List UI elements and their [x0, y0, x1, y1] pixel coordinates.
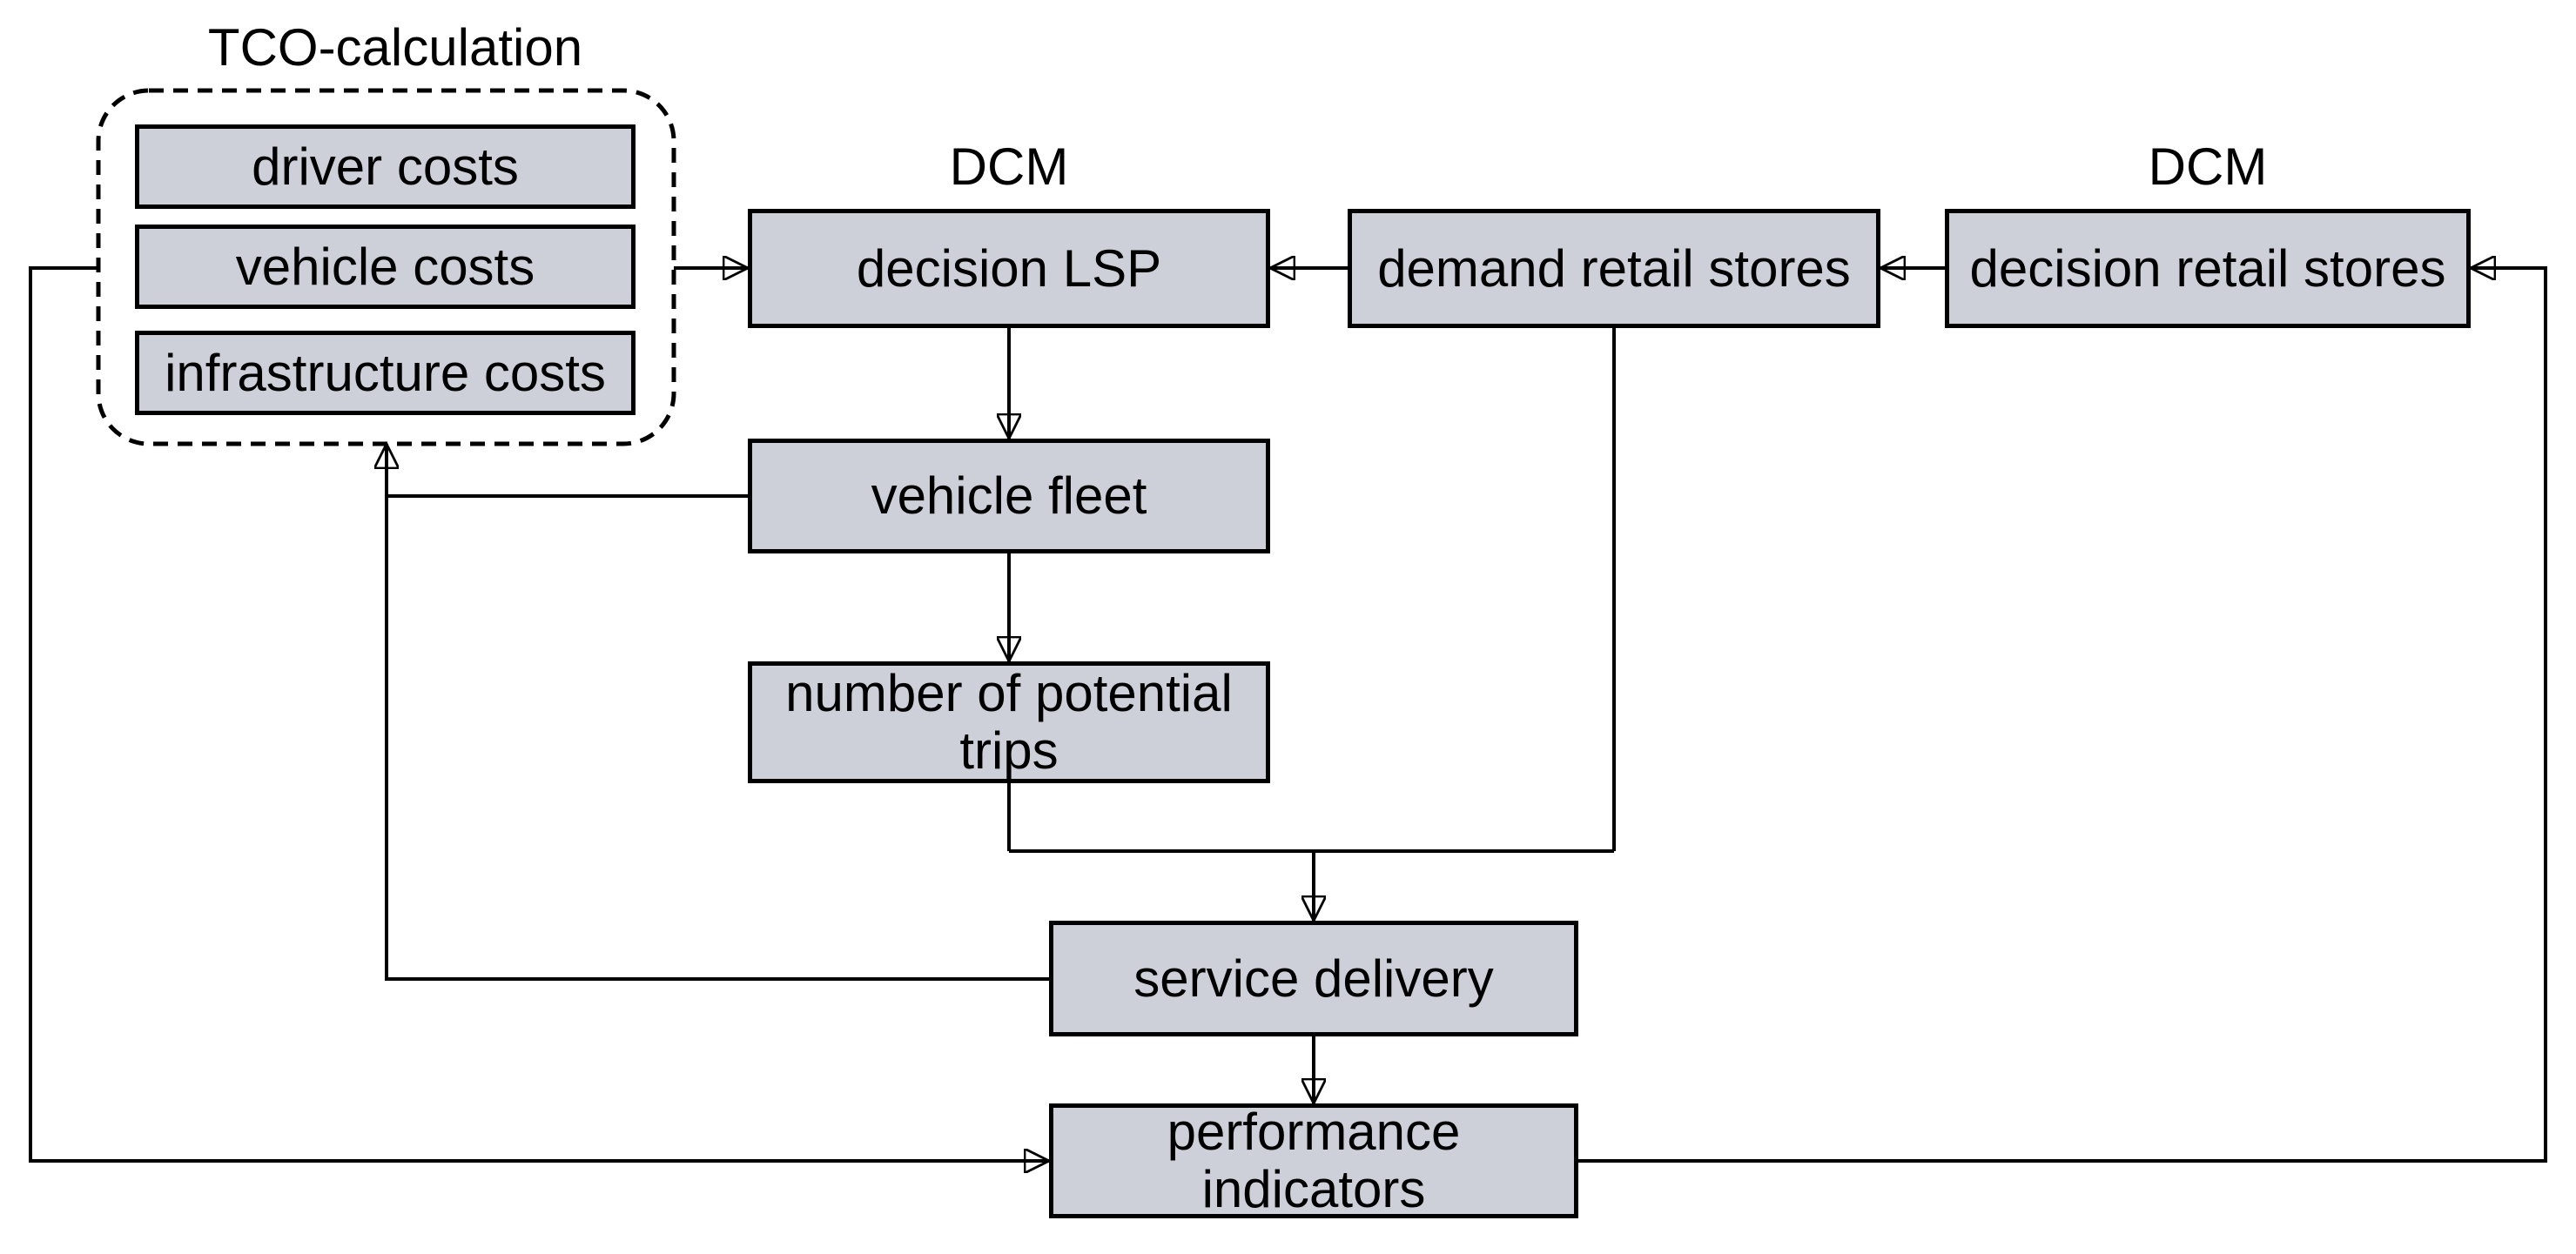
node-performance-indicators: performance indicators [1049, 1103, 1578, 1218]
node-vehicle-costs: vehicle costs [135, 225, 636, 309]
node-decision-lsp-label: decision LSP [856, 238, 1162, 298]
edge-performance-to-decision-retail [1578, 268, 2547, 1163]
node-decision-lsp: decision LSP [748, 209, 1270, 328]
node-demand-retail-stores-label: demand retail stores [1377, 238, 1851, 298]
node-vehicle-fleet-label: vehicle fleet [871, 466, 1147, 525]
node-infrastructure-costs: infrastructure costs [135, 331, 636, 415]
edge-junction-trips-and-demand [1007, 328, 1616, 853]
tco-group-title-text: TCO-calculation [207, 17, 583, 77]
node-demand-retail-stores: demand retail stores [1348, 209, 1880, 328]
node-driver-costs: driver costs [135, 124, 636, 209]
node-decision-retail-stores: decision retail stores [1945, 209, 2471, 328]
node-number-of-potential-trips: number of potential trips [748, 661, 1270, 783]
dcm-label-right-text: DCM [2148, 137, 2268, 196]
node-performance-indicators-label: performance indicators [1167, 1103, 1461, 1218]
edge-service-delivery-to-tco [387, 444, 1049, 981]
node-decision-retail-stores-label: decision retail stores [1969, 238, 2446, 298]
dcm-label-left-text: DCM [949, 137, 1069, 196]
node-driver-costs-label: driver costs [252, 137, 519, 196]
dcm-label-right: DCM [1945, 137, 2471, 195]
tco-group-title: TCO-calculation [134, 16, 656, 78]
node-infrastructure-costs-label: infrastructure costs [165, 343, 606, 402]
dcm-label-left: DCM [748, 137, 1270, 195]
node-vehicle-fleet: vehicle fleet [748, 439, 1270, 553]
node-vehicle-costs-label: vehicle costs [235, 237, 535, 296]
node-service-delivery-label: service delivery [1133, 949, 1494, 1008]
node-service-delivery: service delivery [1049, 921, 1578, 1036]
edge-tco-to-performance [29, 266, 1049, 1161]
node-number-of-potential-trips-label: number of potential trips [785, 664, 1233, 780]
